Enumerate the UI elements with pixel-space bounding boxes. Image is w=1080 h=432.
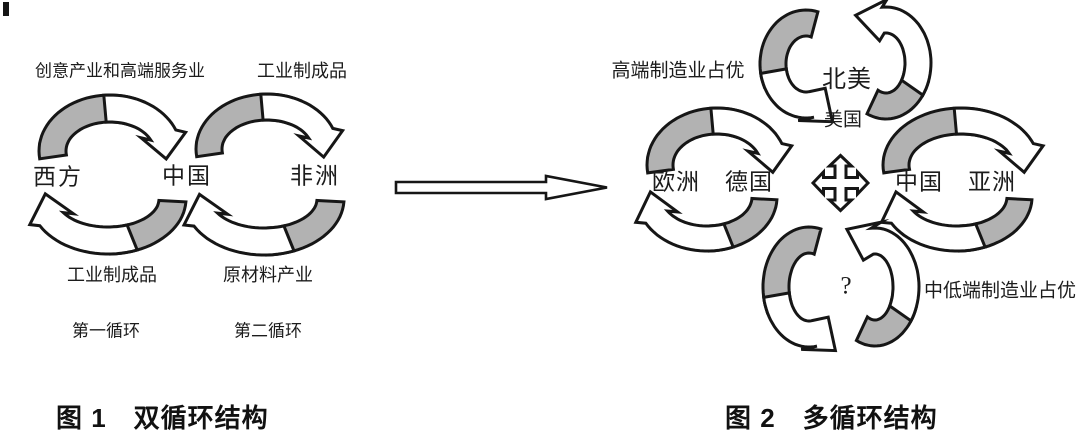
four-way-arrow-icon [810,153,871,213]
fig2-node-north-america: 北美 [822,66,872,93]
fig2-label-midlow-manufacturing: 中低端制造业占优 [923,280,1077,302]
fig1-loop1-bottom-curved-arrow [27,191,188,256]
fig2-bottom-loop-left-curved-arrow [761,225,838,353]
fig1-loop2-bottom-curved-arrow [181,192,346,257]
fig2-caption: 图 2 多循环结构 [725,403,938,432]
fig1-flow-label-creative-services: 创意产业和高端服务业 [35,61,205,81]
fig1-node-china: 中国 [162,163,212,189]
fig2-left-loop-top-curved-arrow [645,106,795,175]
fig2-top-loop-left-curved-arrow [758,8,835,124]
fig1-loop2-top-curved-arrow [194,92,346,160]
fig2-left-loop-bottom-curved-arrow [633,189,779,253]
fig2-right-loop-top-curved-arrow [881,106,1046,175]
fig2-node-germany: 德国 [725,169,773,195]
fig2-node-europe: 欧洲 [652,169,700,195]
fig2-node-asia: 亚洲 [968,169,1016,195]
scan-artifact-mark [3,2,9,16]
fig2-node-usa: 美国 [823,109,863,131]
fig1-cycle-label-second: 第二循环 [234,321,302,341]
fig2-node-china: 中国 [895,169,943,195]
fig1-loop1-top-curved-arrow [37,93,189,162]
fig1-flow-label-industrial-goods-bottom: 工业制成品 [67,265,157,286]
fig1-caption: 图 1 双循环结构 [56,403,269,432]
fig2-node-question-mark: ? [840,272,852,300]
fig1-node-africa: 非洲 [290,163,340,189]
fig2-top-loop-right-curved-arrow [853,0,933,121]
fig1-flow-label-raw-materials: 原材料产业 [223,265,313,286]
fig2-right-loop-bottom-curved-arrow [879,189,1034,253]
fig2-label-highend-manufacturing: 高端制造业占优 [611,60,745,82]
fig1-flow-label-industrial-goods-top: 工业制成品 [257,61,347,82]
fig1-node-west: 西方 [33,164,83,190]
fig1-cycle-label-first: 第一循环 [72,321,140,341]
transition-right-arrow-icon [394,174,608,201]
fig2-bottom-loop-right-curved-arrow [844,218,921,348]
